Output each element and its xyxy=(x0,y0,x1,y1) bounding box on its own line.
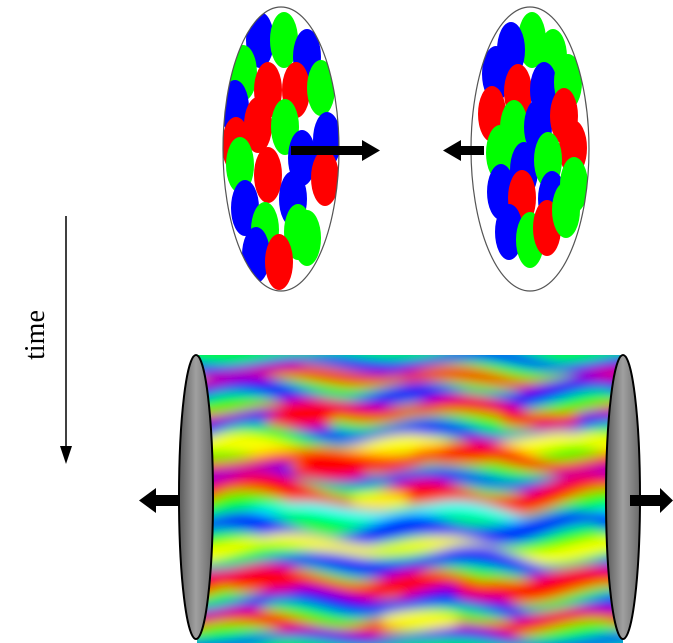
nucleon-green xyxy=(518,12,546,68)
nucleon-red xyxy=(244,97,272,153)
field-blob xyxy=(455,580,545,600)
nucleon-red xyxy=(254,147,282,203)
field-band xyxy=(197,395,623,431)
left-tube-cap xyxy=(178,354,214,640)
field-blob xyxy=(500,412,580,428)
left-arrow-outward xyxy=(139,488,192,513)
field-band xyxy=(197,439,623,481)
flux-tube xyxy=(197,355,623,643)
field-band xyxy=(197,532,623,564)
field-band xyxy=(197,365,623,393)
nucleon-green xyxy=(552,182,580,238)
left-nucleus-nucleons xyxy=(223,12,339,290)
nucleon-red xyxy=(265,234,293,290)
left-nucleus-arrow-right xyxy=(291,140,380,161)
field-band xyxy=(197,586,623,627)
field-blob xyxy=(380,611,460,629)
field-blob xyxy=(290,460,370,480)
right-nucleus xyxy=(470,6,590,292)
right-nucleus-arrow-left xyxy=(443,140,484,161)
nucleon-green xyxy=(270,12,298,68)
nucleon-green xyxy=(307,60,335,116)
field-blob xyxy=(410,446,510,464)
field-band xyxy=(197,355,623,379)
field-blob xyxy=(350,493,410,507)
nucleon-blue xyxy=(495,204,523,260)
field-blob xyxy=(265,412,335,428)
nucleon-red xyxy=(311,150,339,206)
field-band xyxy=(197,545,623,586)
right-arrow-outward xyxy=(630,488,673,513)
right-nucleus-nucleons xyxy=(478,12,588,268)
nucleon-green xyxy=(226,137,254,193)
time-label: time xyxy=(20,310,51,360)
time-arrow xyxy=(60,216,72,464)
field-blob xyxy=(210,568,310,592)
flux-tube-field xyxy=(197,355,623,643)
field-band xyxy=(197,627,623,643)
nucleon-green xyxy=(293,210,321,266)
